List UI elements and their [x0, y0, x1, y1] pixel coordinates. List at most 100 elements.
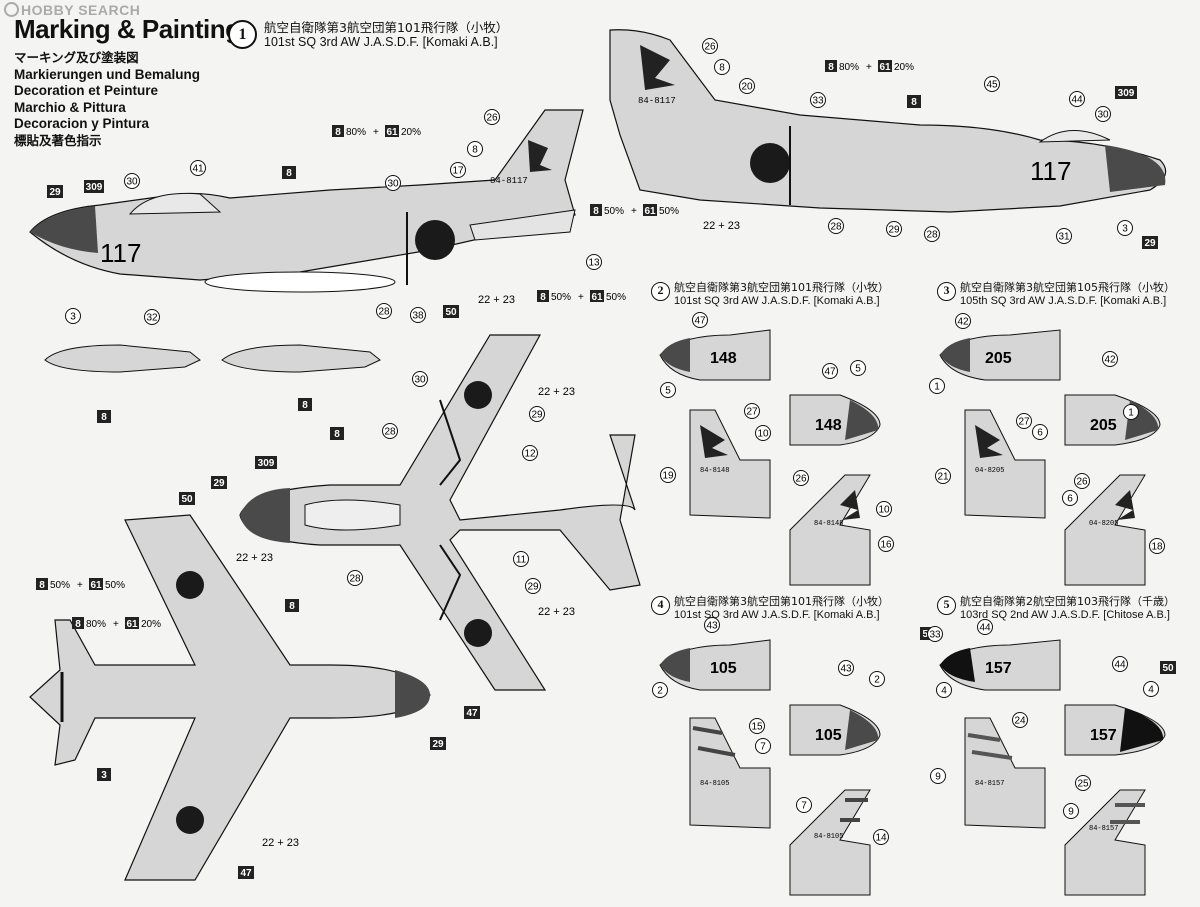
- scheme-3-en: 105th SQ 3rd AW J.A.S.D.F. [Komaki A.B.]: [960, 294, 1167, 307]
- callout-markers: 30 41 26 8 17 30 13 3 32 28 38 26 8 20 3…: [65, 38, 1165, 845]
- color-box: 29: [1144, 238, 1156, 249]
- mix-b: 61: [879, 62, 891, 73]
- mix-plus: +: [373, 127, 379, 138]
- callout: 31: [1058, 232, 1070, 243]
- code-s5-nose: 157: [985, 660, 1012, 677]
- scheme-3-jp: 航空自衛隊第3航空団第105飛行隊（小牧）: [960, 281, 1175, 294]
- callout: 41: [192, 164, 204, 175]
- scheme-4-jp: 航空自衛隊第3航空団第101飛行隊（小牧）: [674, 595, 889, 608]
- callout: 8: [719, 63, 725, 74]
- callout-22-23: 22 + 23: [478, 294, 515, 306]
- callout: 1: [1128, 408, 1134, 419]
- callout: 42: [1104, 355, 1116, 366]
- mix-a: 8: [75, 619, 81, 630]
- tail-number-main: 84-8117: [490, 176, 528, 186]
- callout: 28: [378, 307, 390, 318]
- mix-b: 61: [386, 127, 398, 138]
- mix-b-pct: 50%: [105, 580, 125, 591]
- mix-a-pct: 50%: [50, 580, 70, 591]
- tail-emblem-icon: [528, 140, 552, 172]
- callout: 17: [452, 166, 464, 177]
- mix-plus: +: [113, 619, 119, 630]
- callout: 26: [795, 474, 807, 485]
- hinomaru-lower-right: [176, 806, 204, 834]
- color-box: 50: [181, 494, 193, 505]
- hinomaru-upper-right: [464, 619, 492, 647]
- subtitle-jp: マーキング及び塗装図: [14, 50, 139, 65]
- callout: 26: [486, 113, 498, 124]
- tail-s3-left: 04-8205: [975, 467, 1004, 475]
- tail-s4-right: 84-8105: [814, 833, 843, 841]
- callout: 16: [880, 540, 892, 551]
- callout: 3: [1122, 224, 1128, 235]
- callout-22-23: 22 + 23: [236, 552, 273, 564]
- color-mix-top-right: 8 80% + 61 20%: [825, 60, 914, 73]
- mix-b-pct: 20%: [894, 62, 914, 73]
- callout: 20: [741, 82, 753, 93]
- color-box: 8: [911, 97, 917, 108]
- callout: 2: [657, 686, 663, 697]
- color-box: 47: [466, 708, 478, 719]
- callout: 13: [588, 258, 600, 269]
- mix-b-pct: 50%: [659, 206, 679, 217]
- tail-s4-left: 84-8105: [700, 780, 729, 788]
- hinomaru-roundel: [415, 220, 455, 260]
- color-box: 309: [258, 458, 275, 469]
- callout: 30: [414, 375, 426, 386]
- callout: 4: [941, 686, 947, 697]
- scheme-1-jp: 航空自衛隊第3航空団第101飛行隊（小牧）: [264, 20, 509, 35]
- tail-s2-left: 84-8148: [700, 467, 729, 475]
- mix-plus: +: [631, 206, 637, 217]
- tail-s5-left: 84-8157: [975, 780, 1004, 788]
- mix-a-pct: 50%: [604, 206, 624, 217]
- scheme-5-header: 航空自衛隊第2航空団第103飛行隊（千歳） 103rd SQ 2nd AW J.…: [960, 595, 1175, 622]
- callout: 38: [412, 311, 424, 322]
- callout-22-23: 22 + 23: [538, 606, 575, 618]
- code-s2-nose-right: 148: [815, 417, 842, 434]
- callout-22-23: 22 + 23: [703, 220, 740, 232]
- callout-22-23: 22 + 23: [262, 837, 299, 849]
- callout: 27: [746, 407, 758, 418]
- color-box: 8: [302, 400, 308, 411]
- color-mix-50-50-a: 8 50% + 61 50%: [590, 204, 679, 217]
- tail-s2-right: 84-8148: [814, 520, 843, 528]
- color-box: 3: [101, 770, 107, 781]
- callout: 25: [1077, 779, 1089, 790]
- callout: 1: [934, 382, 940, 393]
- hinomaru-roundel-right: [750, 143, 790, 183]
- callout: 24: [1014, 716, 1026, 727]
- subtitle-list: マーキング及び塗装図 Markierungen und Bemalung Dec…: [14, 50, 200, 149]
- mix-a: 8: [335, 127, 341, 138]
- color-box: 29: [432, 739, 444, 750]
- code-s4-nose: 105: [710, 660, 737, 677]
- subtitle-de: Markierungen und Bemalung: [14, 66, 201, 82]
- callout: 10: [757, 429, 769, 440]
- callout: 28: [830, 222, 842, 233]
- color-box: 309: [1118, 88, 1135, 99]
- color-box: 29: [49, 187, 61, 198]
- mix-b: 61: [126, 619, 138, 630]
- color-mix-top-left: 8 80% + 61 20%: [332, 125, 421, 138]
- scheme-2-en: 101st SQ 3rd AW J.A.S.D.F. [Komaki A.B.]: [674, 294, 880, 307]
- callout: 21: [937, 472, 949, 483]
- callout: 32: [146, 313, 158, 324]
- callout: 3: [70, 312, 76, 323]
- scheme-3-header: 航空自衛隊第3航空団第105飛行隊（小牧） 105th SQ 3rd AW J.…: [960, 281, 1175, 308]
- mix-b: 61: [90, 580, 102, 591]
- code-s3-nose: 205: [985, 350, 1012, 367]
- callout: 26: [704, 42, 716, 53]
- color-mix-50-50-b: 8 50% + 61 50%: [537, 290, 626, 303]
- callout: 10: [878, 505, 890, 516]
- callout: 18: [1151, 542, 1163, 553]
- mix-a-pct: 80%: [86, 619, 106, 630]
- mix-b-pct: 20%: [141, 619, 161, 630]
- color-mix-50-50-c: 8 50% + 61 50%: [36, 578, 125, 591]
- callout: 27: [1018, 417, 1030, 428]
- scheme-number-3: 3: [937, 282, 956, 301]
- mix-plus: +: [578, 292, 584, 303]
- callout: 47: [694, 316, 706, 327]
- hinomaru-upper-left: [464, 381, 492, 409]
- color-box-labels: 8 8 8 8 8 8 29 29 29 29 309 309 309 3 47…: [47, 86, 1176, 879]
- mix-a-pct: 80%: [839, 62, 859, 73]
- mix-a-pct: 50%: [551, 292, 571, 303]
